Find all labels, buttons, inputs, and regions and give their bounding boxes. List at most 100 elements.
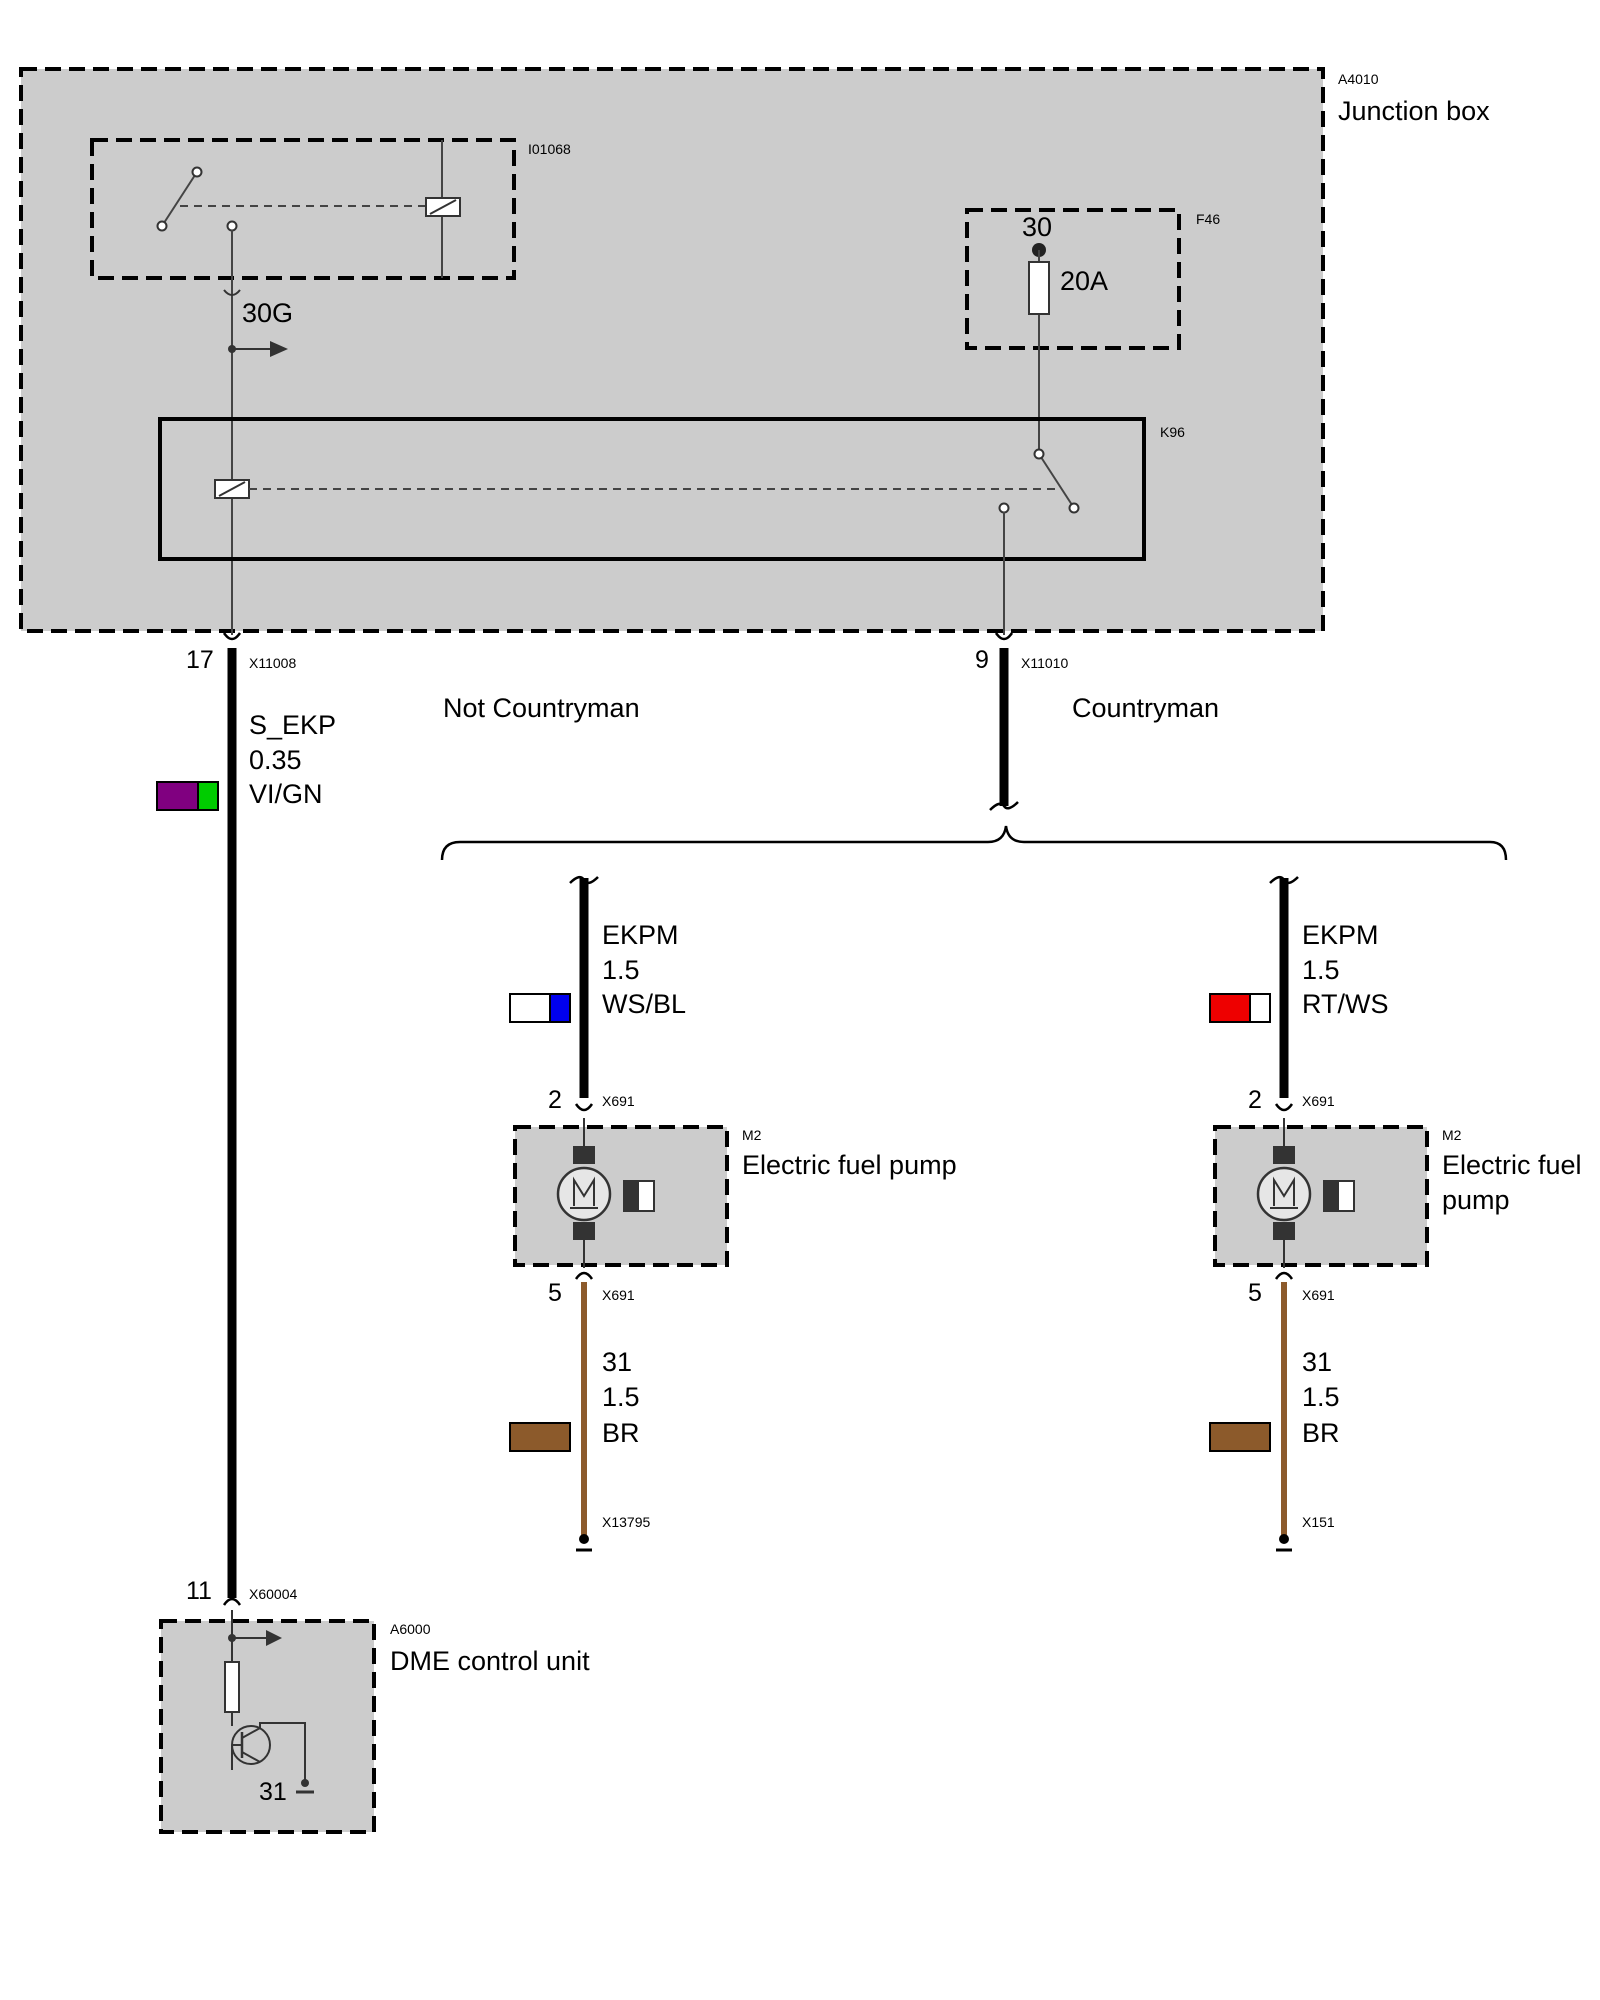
- terminal-30g: 30G: [223, 230, 293, 635]
- relay-i01068-switch-blade: [161, 171, 198, 227]
- right-circuit-connector: X11010: [1021, 655, 1068, 671]
- pump-gauge-label: 1.5: [1302, 955, 1340, 985]
- dme-outline: [159, 1619, 376, 1834]
- pump-id: M2: [742, 1127, 762, 1143]
- pump-color-code: RT/WS: [1302, 989, 1389, 1019]
- pump-signal-label: EKPM: [602, 920, 679, 950]
- pump-ground-color-code: BR: [1302, 1418, 1340, 1448]
- terminal-30g-label: 30G: [242, 298, 293, 328]
- relay-i01068: I01068: [90, 138, 571, 280]
- connector-symbol: [574, 1271, 594, 1280]
- pump-brush-top: [1273, 1146, 1295, 1164]
- wire-color-swatch-br: [1209, 1422, 1271, 1452]
- pump-bottom-pin: 5: [548, 1279, 562, 1307]
- wire-color-swatch-vi-gn: [156, 781, 219, 811]
- relay-k96: K96: [158, 417, 1185, 635]
- dme-ground-label: 31: [259, 1778, 287, 1806]
- wire-color-swatch: [1209, 993, 1271, 1023]
- right-circuit-pin: 9: [975, 646, 989, 674]
- pump-id: M2: [1442, 1127, 1462, 1143]
- connector-symbol: [1274, 1103, 1294, 1112]
- pump-signal-label: EKPM: [1302, 920, 1379, 950]
- dme-resistor: [224, 1661, 240, 1713]
- pump-name-line2: pump: [1442, 1185, 1510, 1215]
- pump-ground-signal: 31: [602, 1347, 632, 1377]
- junction-box-name: Junction box: [1338, 96, 1490, 126]
- connector-x11008-symbol: [222, 632, 242, 641]
- wire-color-swatch-br: [509, 1422, 571, 1452]
- pump-top-connector: X691: [1302, 1093, 1335, 1109]
- connector-x60004-symbol: [222, 1597, 242, 1606]
- pump-symbol-fill: [624, 1181, 639, 1211]
- pump-brush-bottom: [1273, 1222, 1295, 1240]
- relay-i01068-id: I01068: [528, 141, 571, 157]
- junction-box-id: A4010: [1338, 71, 1379, 87]
- dme-control-unit: A6000 DME control unit 31: [159, 1610, 590, 1834]
- relay-k96-switch-blade: [1038, 453, 1075, 509]
- left-circuit-pin: 17: [186, 646, 214, 674]
- wire-break-symbol: [989, 801, 1019, 811]
- swatch-primary: [1209, 993, 1251, 1023]
- pump-brush-bottom: [573, 1222, 595, 1240]
- connector-symbol: [574, 1103, 594, 1112]
- fuse-f46: F46 30 20A: [965, 208, 1220, 454]
- pump-name: Electric fuel pump: [742, 1150, 957, 1180]
- arrow-right-icon: [266, 1630, 282, 1646]
- swatch-secondary: [1249, 993, 1271, 1023]
- ground-dot: [579, 1534, 589, 1544]
- relay-k96-coil-mark: [218, 481, 246, 497]
- relay-k96-id: K96: [1160, 424, 1185, 440]
- connector-symbol: [1274, 1271, 1294, 1280]
- pump-box-outline: [513, 1125, 729, 1267]
- right-circuit: 9 X11010 Not Countryman Countryman: [440, 632, 1508, 861]
- pump-top-pin: 2: [548, 1086, 562, 1114]
- left-circuit-color-code: VI/GN: [249, 779, 323, 809]
- ground-dot: [1279, 1534, 1289, 1544]
- connector-x11010-symbol: [994, 632, 1014, 641]
- pump-ground-gauge: 1.5: [602, 1382, 640, 1412]
- terminal-30g-connector: [223, 289, 241, 296]
- pump-bottom-pin: 5: [1248, 1279, 1262, 1307]
- pump-bottom-connector: X691: [1302, 1287, 1335, 1303]
- motor-letter-m: [1270, 1176, 1298, 1209]
- pump-brush-top: [573, 1146, 595, 1164]
- transistor-emitter: [241, 1751, 261, 1763]
- relay-k96-switch-pivot: [1033, 448, 1045, 460]
- left-circuit-connector: X11008: [249, 655, 296, 671]
- pump-symbol-icon: [623, 1180, 655, 1212]
- pump-symbol-fill: [1324, 1181, 1339, 1211]
- swatch-primary: [509, 993, 551, 1023]
- pump-ground-connector: X151: [1302, 1514, 1335, 1530]
- pump-color-code: WS/BL: [602, 989, 686, 1019]
- swatch-secondary: [549, 993, 571, 1023]
- wire-color-swatch: [509, 993, 571, 1023]
- pump-bottom-connector: X691: [602, 1287, 635, 1303]
- dme-name: DME control unit: [390, 1646, 590, 1676]
- arrow-right-icon: [270, 341, 288, 357]
- pump-top-pin: 2: [1248, 1086, 1262, 1114]
- pump-symbol-icon: [1323, 1180, 1355, 1212]
- relay-i01068-contact-b: [226, 220, 238, 232]
- relay-k96-contact-a: [1068, 502, 1080, 514]
- fuse-element: [1028, 261, 1050, 315]
- variant-countryman: Countryman: [1072, 693, 1219, 723]
- fuse-f46-id: F46: [1196, 211, 1220, 227]
- motor-icon: [556, 1166, 612, 1222]
- left-circuit-signal: S_EKP: [249, 710, 336, 740]
- pump-top-connector: X691: [602, 1093, 635, 1109]
- left-circuit-bottom-connector: X60004: [249, 1586, 297, 1602]
- left-circuit-gauge: 0.35: [249, 745, 302, 775]
- motor-icon: [1256, 1166, 1312, 1222]
- pump-box-outline: [1213, 1125, 1429, 1267]
- pump-ground-color-code: BR: [602, 1418, 640, 1448]
- dme-ground-wire: [259, 1722, 306, 1783]
- fuse-f46-terminal: 30: [1022, 212, 1052, 242]
- pump-ground-signal: 31: [1302, 1347, 1332, 1377]
- pump-name: Electric fuel: [1442, 1150, 1582, 1180]
- pump-gauge-label: 1.5: [602, 955, 640, 985]
- relay-i01068-contact-a: [156, 220, 168, 232]
- variant-not-countryman: Not Countryman: [443, 693, 640, 723]
